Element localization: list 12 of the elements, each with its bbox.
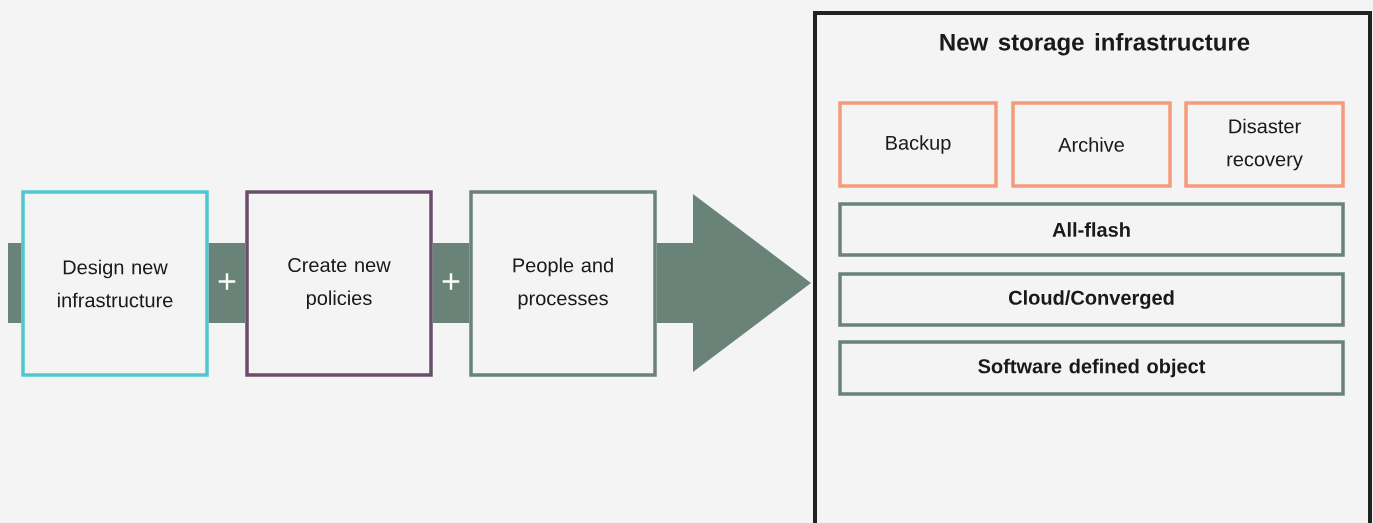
process-box: Create new policies [245,190,433,377]
plus-sign: + [442,273,460,290]
layer-bar: Cloud/Converged [838,272,1345,327]
layer-bar: All-flash [838,202,1345,257]
process-box: Design new infrastructure [21,190,209,377]
process-box: People and processes [469,190,657,377]
plus-sign: + [218,273,236,290]
category-box: Backup [838,101,998,188]
category-box: Archive [1011,101,1172,188]
arrow-band [656,194,811,372]
category-box: Disaster recovery [1184,101,1345,188]
layer-bar: Software defined object [838,340,1345,396]
